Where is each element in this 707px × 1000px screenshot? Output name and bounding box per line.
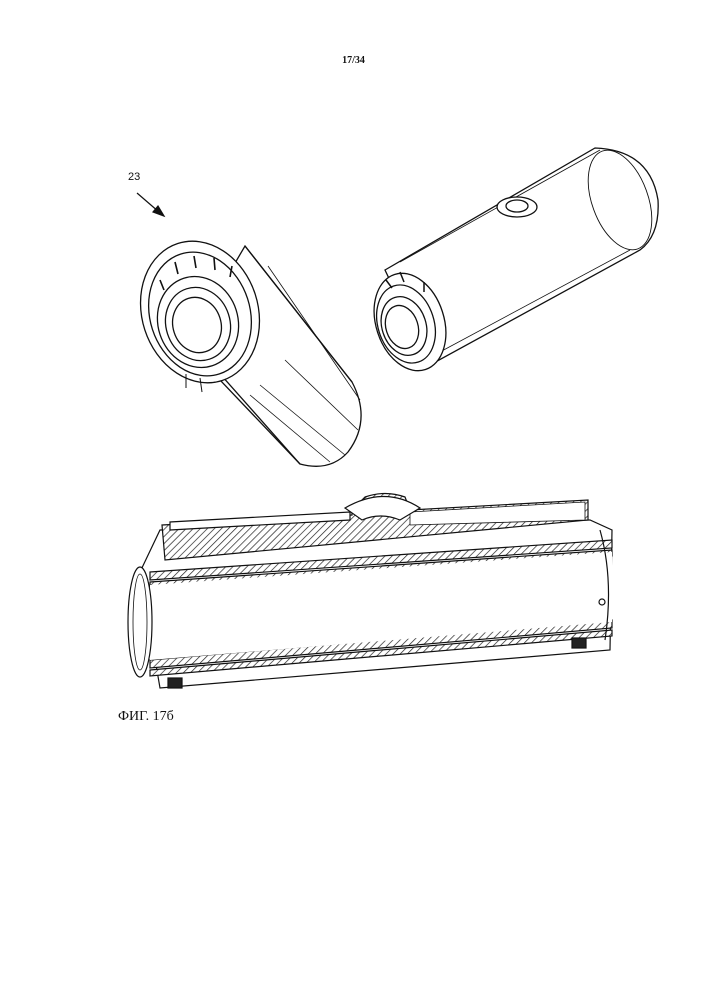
filter-cartridge-side-view: [362, 142, 664, 381]
reference-arrow: [137, 193, 164, 216]
filter-cartridge-end-view: [123, 226, 362, 467]
filter-cross-section: [128, 494, 612, 689]
figure-caption: ФИГ. 17б: [118, 709, 174, 725]
